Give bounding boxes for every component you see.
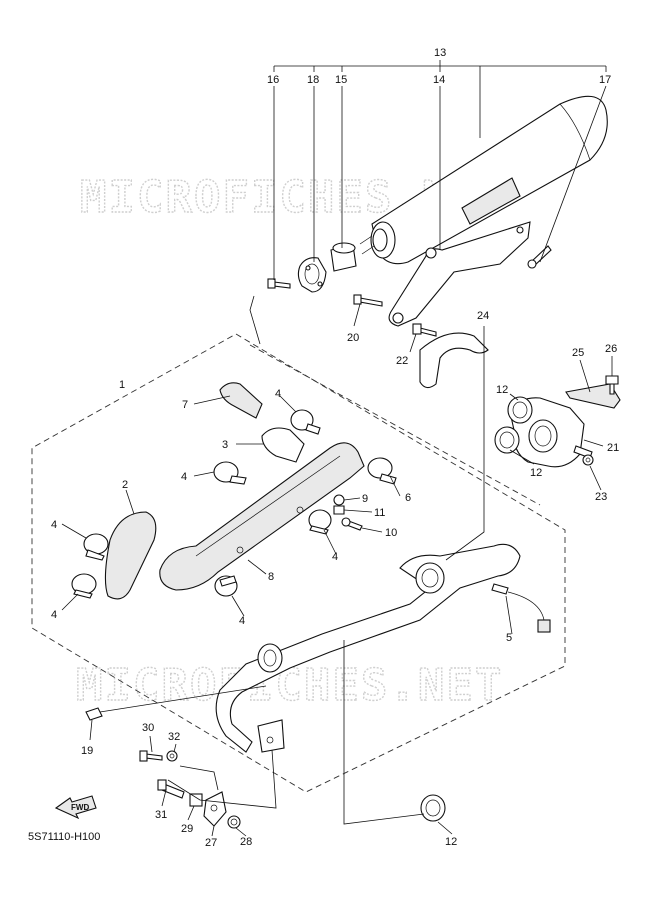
- exhaust-pipe: [215, 543, 521, 753]
- assembly-outline: [31, 333, 566, 793]
- callout-10: 10: [385, 527, 397, 539]
- callout-4-e: 4: [332, 551, 338, 563]
- bolt-31: [157, 779, 185, 799]
- clamp-18: [297, 257, 327, 293]
- protector-8: [159, 442, 365, 591]
- callout-12-middle: 12: [530, 467, 542, 479]
- callout-16: 16: [267, 74, 279, 86]
- bolt-10: [341, 517, 363, 531]
- nut-23: [582, 454, 594, 466]
- fwd-label: FWD: [71, 803, 89, 812]
- bracket-27: [203, 791, 227, 827]
- callout-12-upper: 12: [496, 384, 508, 396]
- callout-18: 18: [307, 74, 319, 86]
- clamp-4-c: [83, 533, 109, 561]
- clamp-4-b: [213, 461, 247, 485]
- forward-arrow-icon: FWD: [54, 795, 97, 820]
- callout-3: 3: [222, 439, 228, 451]
- callout-2: 2: [122, 479, 128, 491]
- bolt-20: [353, 294, 383, 307]
- callout-4-d: 4: [51, 609, 57, 621]
- protector-7: [219, 382, 263, 419]
- callout-1: 1: [119, 379, 125, 391]
- callout-21: 21: [607, 442, 619, 454]
- nut-28: [227, 815, 241, 829]
- callout-23: 23: [595, 491, 607, 503]
- washer-9: [333, 494, 345, 506]
- callout-13: 13: [434, 47, 446, 59]
- callout-6: 6: [405, 492, 411, 504]
- washer-32: [166, 750, 178, 762]
- bolt-17: [527, 245, 552, 269]
- clamp-4-e: [308, 509, 332, 535]
- protector-2: [104, 511, 157, 600]
- callout-5: 5: [506, 632, 512, 644]
- diagram-code: 5S71110-H100: [28, 831, 100, 843]
- gasket-12-upper: [507, 396, 533, 424]
- callout-4-c: 4: [51, 519, 57, 531]
- protector-25: [565, 383, 621, 409]
- callout-27: 27: [205, 837, 217, 849]
- callout-30: 30: [142, 722, 154, 734]
- callout-4-f: 4: [239, 615, 245, 627]
- callout-31: 31: [155, 809, 167, 821]
- callout-26: 26: [605, 343, 617, 355]
- callout-7: 7: [182, 399, 188, 411]
- callout-4-b: 4: [181, 471, 187, 483]
- protector-3: [261, 427, 305, 463]
- heat-guard-24: [419, 332, 489, 389]
- bolt-22: [412, 323, 437, 337]
- callout-24: 24: [477, 310, 489, 322]
- callout-labels: 13 16 18 15 14 17 20 22 24 25 26 1 12 21…: [51, 47, 619, 849]
- callout-17: 17: [599, 74, 611, 86]
- callout-14: 14: [433, 74, 445, 86]
- callout-4-a: 4: [275, 388, 281, 400]
- clamp-4-a: [290, 409, 321, 435]
- callout-29: 29: [181, 823, 193, 835]
- callout-9: 9: [362, 493, 368, 505]
- bolt-26: [605, 375, 619, 395]
- gasket-12-middle: [494, 426, 520, 454]
- callout-15: 15: [335, 74, 347, 86]
- clamp-6: [367, 457, 397, 485]
- clamp-4-f: [214, 575, 238, 597]
- bolt-30: [139, 750, 163, 762]
- bolt-11: [333, 505, 345, 515]
- callout-28: 28: [240, 836, 252, 848]
- callout-8: 8: [268, 571, 274, 583]
- callout-19: 19: [81, 745, 93, 757]
- callout-22: 22: [396, 355, 408, 367]
- callout-25: 25: [572, 347, 584, 359]
- gasket-12-lower: [420, 794, 446, 822]
- sensor-5: [491, 583, 551, 633]
- clamp-4-d: [71, 573, 97, 599]
- muffler: [359, 95, 608, 265]
- leader-lines: [61, 60, 613, 837]
- bolt-16: [267, 278, 291, 289]
- callout-12-lower: 12: [445, 836, 457, 848]
- gasket-15: [330, 242, 357, 272]
- muffler-bracket: [388, 221, 531, 327]
- callout-11: 11: [374, 507, 385, 519]
- callout-20: 20: [347, 332, 359, 344]
- bolt-19: [85, 707, 103, 721]
- callout-32: 32: [168, 731, 180, 743]
